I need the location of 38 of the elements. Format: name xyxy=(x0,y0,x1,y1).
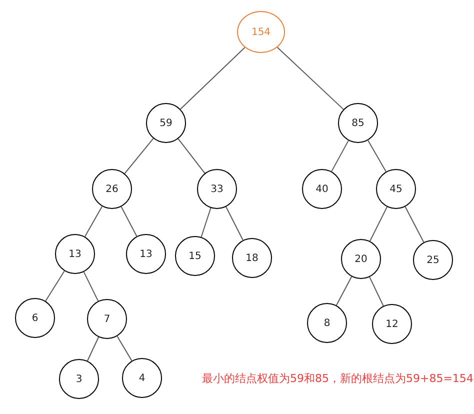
tree-edge xyxy=(83,271,99,302)
tree-edge xyxy=(84,206,103,238)
tree-edge xyxy=(369,206,388,242)
tree-edge xyxy=(200,208,212,238)
tree-edge xyxy=(120,206,138,237)
tree-node-circle: 12 xyxy=(372,304,412,344)
tree-node-circle: 33 xyxy=(197,169,237,209)
tree-node-circle: 13 xyxy=(55,234,95,274)
tree-edge xyxy=(180,47,246,110)
tree-node-circle: 4 xyxy=(122,358,162,398)
tree-edge xyxy=(369,276,384,306)
tree-node-circle: 26 xyxy=(92,169,132,209)
tree-node-circle: 25 xyxy=(413,240,453,280)
tree-edge xyxy=(45,270,65,302)
tree-node-circle: 85 xyxy=(338,103,378,143)
tree-edge xyxy=(367,140,387,172)
tree-edge xyxy=(331,140,349,172)
tree-node-circle: 18 xyxy=(232,238,272,278)
tree-edge xyxy=(336,276,352,306)
tree-node-circle: 154 xyxy=(237,11,285,53)
tree-node-circle: 6 xyxy=(15,298,55,338)
tree-node-circle: 15 xyxy=(175,236,215,276)
tree-node-circle: 40 xyxy=(302,169,342,209)
tree-node-circle: 13 xyxy=(126,234,166,274)
tree-node-circle: 8 xyxy=(307,303,347,343)
tree-node-circle: 7 xyxy=(87,299,127,339)
tree-edge xyxy=(178,138,206,174)
tree-edge xyxy=(124,138,154,174)
tree-edge xyxy=(86,336,100,362)
tree-node-circle: 59 xyxy=(146,103,186,143)
tree-edge xyxy=(226,206,244,241)
tree-edge xyxy=(276,46,344,110)
tree-edge xyxy=(404,206,424,243)
tree-edge xyxy=(116,336,132,362)
tree-node-circle: 45 xyxy=(376,169,416,209)
caption-text: 最小的结点权值为59和85，新的根结点为59+85=154 xyxy=(202,371,474,386)
tree-node-circle: 20 xyxy=(341,239,381,279)
tree-node-circle: 3 xyxy=(59,359,99,399)
